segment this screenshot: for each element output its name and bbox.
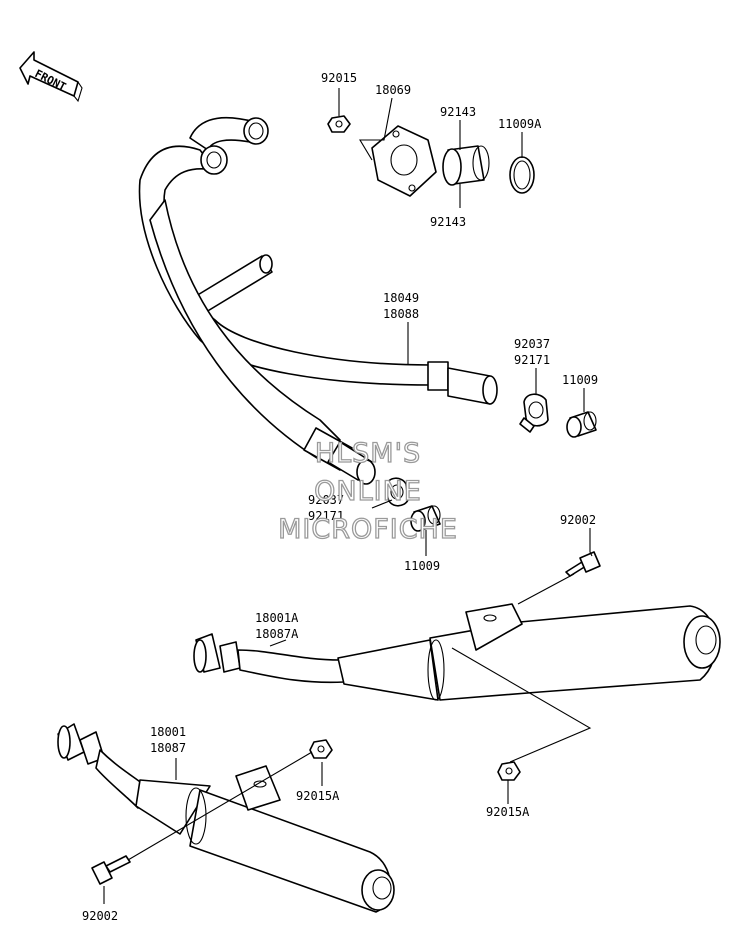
- label-18069: 18069: [375, 83, 411, 97]
- front-arrow-icon: FRONT: [19, 51, 83, 103]
- label-92015A-left: 92015A: [296, 789, 340, 803]
- bolt-92002-left: [91, 855, 131, 885]
- label-11009A: 11009A: [498, 117, 542, 131]
- watermark-line-1: HLSM'S: [315, 438, 421, 469]
- bolt-92002-right: [565, 551, 601, 577]
- watermark: HLSM'S ONLINE MICROFICHE: [277, 437, 458, 545]
- gasket-ring-11009A: [509, 156, 535, 194]
- label-92037-right: 92037: [514, 337, 550, 351]
- label-92143-top: 92143: [440, 105, 476, 119]
- part-labels: 92015 18069 92143 11009A 92143 18049 180…: [82, 71, 598, 923]
- gasket-18069: [371, 125, 437, 197]
- gasket-11009-center: [410, 505, 441, 532]
- label-11009-center: 11009: [404, 559, 440, 573]
- label-92143-bottom: 92143: [430, 215, 466, 229]
- header-pipe-18049: [138, 116, 498, 485]
- nut-92015A-left: [309, 739, 333, 759]
- label-92171-center: 92171: [308, 509, 344, 523]
- gasket-11009-right: [566, 411, 597, 438]
- muffler-18001: [57, 723, 395, 913]
- label-18001A: 18001A: [255, 611, 299, 625]
- label-92002-left: 92002: [82, 909, 118, 923]
- label-18049: 18049: [383, 291, 419, 305]
- label-92015A-right: 92015A: [486, 805, 530, 819]
- label-92171-right: 92171: [514, 353, 550, 367]
- label-92037-center: 92037: [308, 493, 344, 507]
- leader-lines: [103, 88, 593, 904]
- clamp-92037-right: [519, 393, 549, 433]
- label-18087: 18087: [150, 741, 186, 755]
- label-18088: 18088: [383, 307, 419, 321]
- label-11009-right: 11009: [562, 373, 598, 387]
- collar-92143: [442, 145, 490, 186]
- clamp-92037-center: [385, 477, 409, 507]
- label-92002-right: 92002: [560, 513, 596, 527]
- nut-92015: [327, 115, 351, 133]
- watermark-line-3: MICROFICHE: [278, 514, 458, 545]
- watermark-line-2: ONLINE: [314, 476, 422, 507]
- label-18087A: 18087A: [255, 627, 299, 641]
- label-18001: 18001: [150, 725, 186, 739]
- nut-92015A-right: [497, 761, 521, 781]
- label-92015: 92015: [321, 71, 357, 85]
